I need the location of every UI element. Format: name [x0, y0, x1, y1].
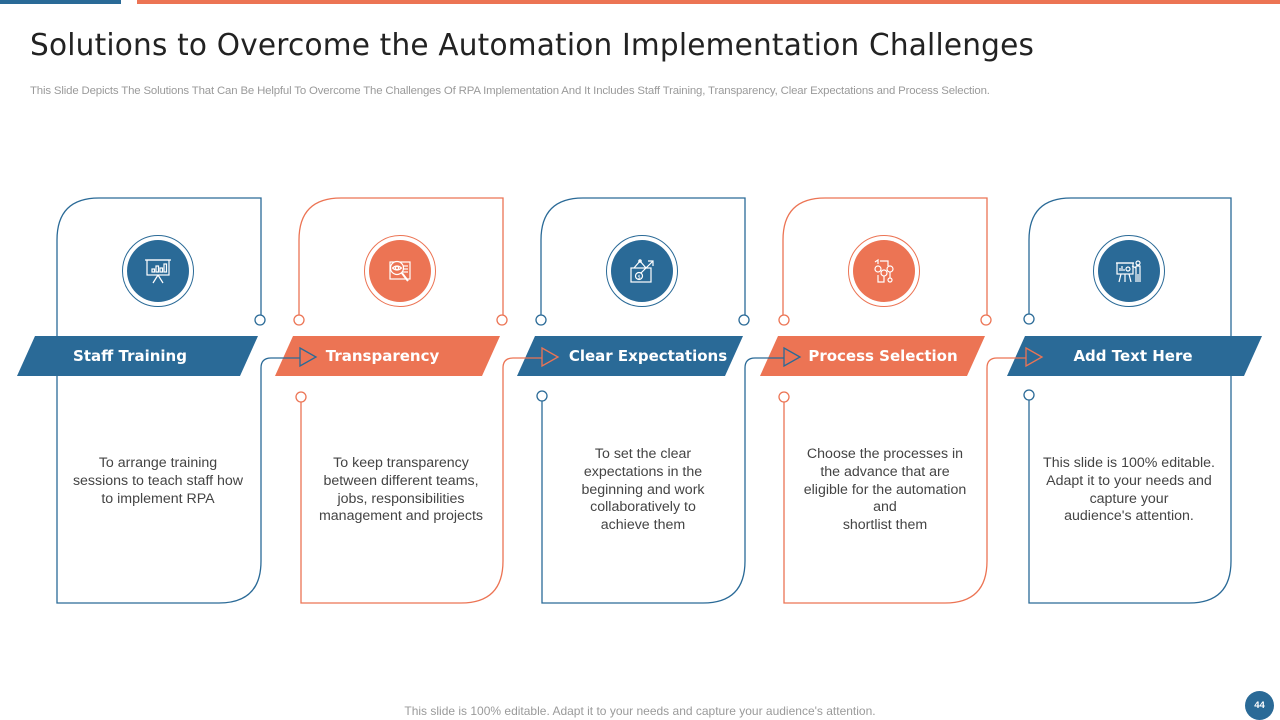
step-1-title: Staff Training [73, 347, 187, 365]
arrow-3 [541, 346, 560, 368]
connector-2-3 [502, 357, 542, 376]
banner-4 [760, 336, 985, 376]
step-3-description: To set the clear expectations in the beg… [581, 446, 705, 534]
card-5-outline [1023, 197, 1232, 604]
card-3-outline [535, 197, 750, 604]
step-4-description: Choose the processes in the advance that… [803, 446, 967, 534]
step-1-description: To arrange training sessions to teach st… [72, 455, 244, 507]
step-3-title: Clear Expectations [568, 347, 728, 365]
footer-note: This slide is 100% editable. Adapt it to… [404, 704, 876, 718]
step-3-icon-badge: $ [606, 235, 678, 307]
step-5-icon-badge [1093, 235, 1165, 307]
step-2-title: Transparency [325, 347, 440, 365]
card-2-outline [293, 197, 508, 604]
connector-3-4 [744, 357, 784, 376]
connector-1-2 [260, 357, 300, 376]
page-subtitle: This Slide Depicts The Solutions That Ca… [30, 85, 990, 97]
banner-5 [1007, 336, 1262, 376]
banner-2 [275, 336, 500, 376]
gears-process-flow-icon [874, 258, 894, 283]
svg-text:$: $ [638, 275, 641, 281]
step-5-description: This slide is 100% editable. Adapt it to… [1043, 455, 1215, 525]
page-title: Solutions to Overcome the Automation Imp… [30, 28, 1035, 63]
connector-4-5 [986, 357, 1026, 376]
card-4-outline [778, 197, 992, 604]
card-1-outline [56, 197, 266, 604]
step-4-icon-badge [848, 235, 920, 307]
arrow-4 [783, 346, 802, 368]
banner-1 [17, 336, 258, 376]
presentation-board-chart-icon [145, 259, 171, 284]
page-number-badge: 44 [1245, 691, 1274, 720]
step-2-description: To keep transparency between different t… [318, 455, 484, 525]
step-1-icon-badge [122, 235, 194, 307]
banner-3 [517, 336, 743, 376]
top-accent-bar-blue [0, 0, 121, 4]
money-growth-board-icon: $ [630, 259, 654, 283]
step-2-icon-badge [364, 235, 436, 307]
arrow-5 [1025, 346, 1044, 368]
magnifier-eye-document-icon [389, 260, 411, 282]
presenter-board-icon [1116, 260, 1141, 283]
top-accent-bar-orange [137, 0, 1280, 4]
step-5-title: Add Text Here [1073, 347, 1193, 365]
step-4-title: Process Selection [808, 347, 958, 365]
arrow-2 [299, 346, 318, 368]
